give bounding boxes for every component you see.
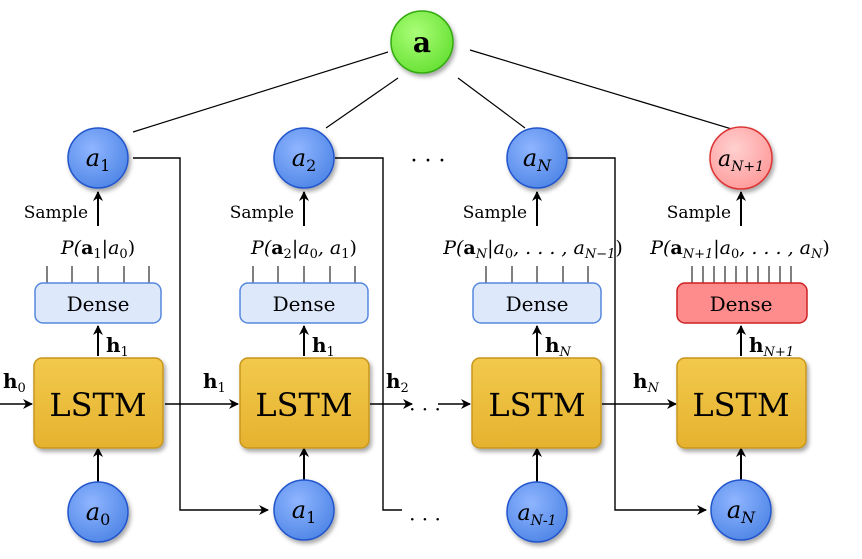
input-node-n-minus-1: aN-1	[506, 481, 568, 543]
lstm-cell-n: LSTM	[471, 357, 602, 449]
svg-text:hN+1: hN+1	[749, 333, 794, 360]
top-node: a	[390, 10, 454, 74]
output-node-n-plus-1: aN+1	[709, 126, 773, 190]
sample-label-1: Sample	[24, 203, 88, 223]
probability-label-2: P(a2|a0, a1)	[250, 237, 357, 262]
hidden-in-labels: h0 h1 h2 hN	[3, 369, 660, 396]
top-node-label: a	[413, 26, 431, 59]
ellipsis-middle: · · ·	[409, 397, 441, 421]
svg-text:a1: a1	[86, 144, 111, 175]
lstm-cell-2: LSTM	[239, 357, 370, 449]
vertical-arrows	[93, 191, 746, 482]
svg-text:aN: aN	[523, 144, 552, 175]
ellipsis-top: · · ·	[411, 149, 446, 174]
output-node-1: a1	[67, 127, 129, 189]
svg-text:a2: a2	[292, 144, 317, 175]
lstm-label-n-plus-1: LSTM	[692, 386, 789, 424]
svg-text:h1: h1	[106, 333, 129, 360]
sample-label-n-plus-1: Sample	[667, 203, 731, 223]
svg-text:a0: a0	[86, 498, 111, 529]
dense-layer-2: Dense	[239, 266, 369, 324]
output-node-n: aN	[506, 127, 568, 189]
svg-text:h2: h2	[386, 369, 409, 396]
svg-text:aN-1: aN-1	[517, 501, 556, 529]
svg-text:hN: hN	[545, 333, 572, 360]
sample-label-n: Sample	[463, 203, 527, 223]
feedback-paths	[133, 157, 707, 515]
dense-label-2: Dense	[273, 292, 336, 316]
svg-text:h1: h1	[203, 369, 226, 396]
probability-label-n: P(aN|a0, . . . , aN−1)	[442, 237, 623, 262]
lstm-label-n: LSTM	[488, 386, 585, 424]
dense-layer-n: Dense	[472, 266, 602, 324]
sample-labels: Sample Sample Sample Sample	[24, 203, 731, 223]
ellipsis-bottom: · · ·	[409, 507, 441, 531]
top-connector-lines	[132, 49, 736, 133]
input-node-1: a1	[273, 479, 335, 541]
svg-text:h0: h0	[3, 369, 26, 396]
dense-label-1: Dense	[67, 292, 130, 316]
lstm-cell-n-plus-1: LSTM	[676, 357, 807, 449]
probability-label-n-plus-1: P(aN+1|a0, . . . , aN)	[649, 237, 830, 262]
dense-layer-n-plus-1: Dense	[676, 266, 808, 324]
svg-text:h1: h1	[312, 333, 335, 360]
input-node-0: a0	[67, 481, 129, 543]
dense-layer-1: Dense	[34, 266, 162, 324]
svg-text:a1: a1	[292, 496, 317, 527]
svg-text:aN+1: aN+1	[718, 147, 764, 175]
output-node-2: a2	[273, 127, 335, 189]
hidden-up-labels: h1 h1 hN hN+1	[106, 333, 794, 360]
lstm-label-2: LSTM	[255, 386, 352, 424]
lstm-cell-1: LSTM	[33, 357, 164, 449]
svg-text:aN: aN	[727, 496, 756, 527]
probability-label-1: P(a1|a0)	[60, 237, 135, 262]
input-node-n: aN	[710, 479, 772, 541]
dense-label-n: Dense	[506, 292, 569, 316]
sample-label-2: Sample	[230, 203, 294, 223]
dense-label-n-plus-1: Dense	[710, 292, 773, 316]
lstm-label-1: LSTM	[49, 386, 146, 424]
svg-text:hN: hN	[633, 369, 660, 396]
